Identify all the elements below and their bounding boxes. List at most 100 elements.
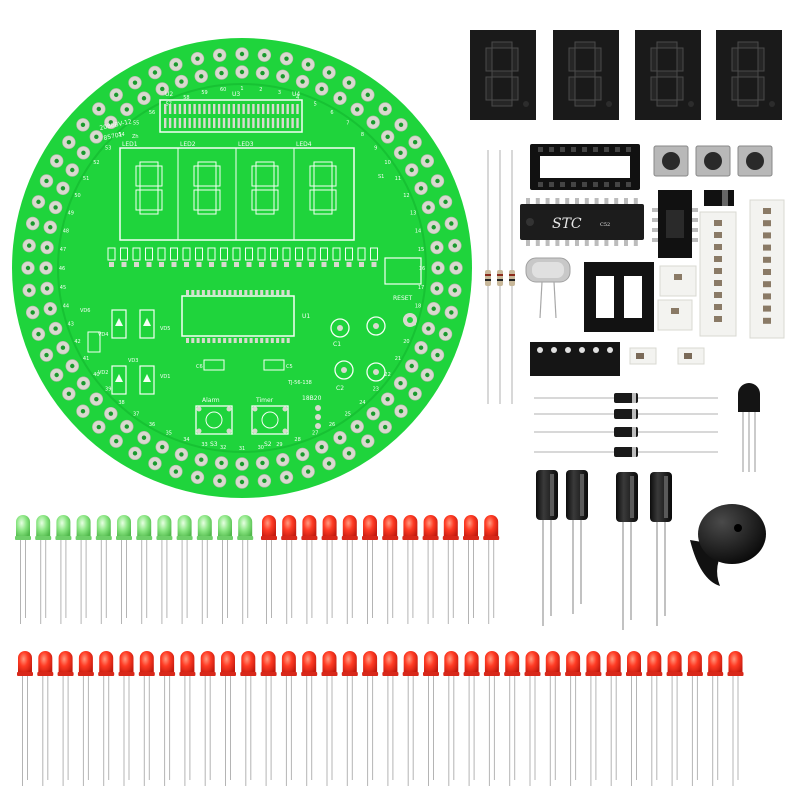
smd-part — [763, 317, 771, 324]
cap-stripe — [630, 476, 634, 518]
resistor-outline — [145, 247, 153, 261]
segment — [135, 165, 141, 187]
tactile-switch — [695, 145, 731, 177]
ic-pad — [201, 290, 205, 295]
header-pin — [164, 118, 167, 128]
led — [217, 515, 233, 624]
display-dot — [523, 101, 529, 107]
led-dome — [16, 515, 30, 538]
ring-number: 26 — [329, 422, 335, 428]
ic-pad — [249, 338, 253, 343]
header-pin — [183, 118, 186, 128]
resistor-outline — [257, 247, 266, 261]
pad-hole — [326, 461, 332, 466]
ring-number: 25 — [345, 412, 351, 418]
smd-part — [763, 232, 771, 239]
resistor-outline — [107, 247, 116, 261]
cap-body — [536, 470, 558, 520]
led-dome — [218, 515, 232, 538]
mcu-pin — [575, 240, 579, 246]
pad-hole — [305, 62, 311, 67]
led — [35, 515, 52, 624]
led — [159, 651, 176, 786]
mcu-pin — [594, 240, 599, 246]
pad-hole — [425, 158, 430, 164]
capacitor — [536, 470, 558, 626]
ring-number: 22 — [384, 372, 390, 378]
pad-hole — [355, 107, 360, 112]
socket-hole — [615, 147, 620, 152]
pad-hole — [426, 205, 431, 210]
led — [402, 651, 419, 786]
resistor-outline — [307, 247, 316, 261]
led — [463, 651, 480, 786]
header-pin — [291, 118, 294, 128]
smd-part — [763, 293, 771, 300]
resistor-pad — [171, 262, 177, 267]
led — [15, 515, 31, 624]
pad-hole — [199, 457, 204, 462]
led-dome — [322, 651, 337, 674]
mcu-pin — [604, 198, 609, 204]
pad-hole — [173, 469, 179, 474]
segment — [568, 47, 576, 72]
led-rim — [220, 672, 236, 676]
led — [362, 515, 378, 624]
ring-number: 47 — [60, 247, 66, 253]
seven-segment-display — [553, 30, 619, 120]
mcu-pin — [624, 198, 628, 204]
led-rim — [35, 536, 52, 540]
led-dome — [363, 651, 378, 674]
pad-hole — [44, 245, 50, 250]
pad-hole — [96, 106, 102, 112]
ring-number: 52 — [93, 160, 99, 166]
header-pin — [257, 118, 260, 128]
led — [199, 651, 216, 786]
ring-number: 16 — [419, 266, 425, 272]
pad-hole — [94, 134, 99, 140]
led-rim — [261, 536, 277, 540]
pad-hole — [435, 265, 441, 271]
led — [176, 515, 193, 624]
pad-hole — [409, 363, 414, 369]
led-rim — [646, 672, 663, 676]
pad-hole — [435, 352, 440, 358]
header-pin — [252, 118, 255, 128]
led-rim — [179, 672, 196, 676]
resistor-outline — [195, 247, 203, 261]
ring-number: 41 — [83, 356, 89, 362]
pad-hole — [326, 70, 332, 75]
ring-number: 21 — [395, 356, 401, 362]
segment — [491, 41, 513, 49]
ring-number: 40 — [93, 372, 99, 378]
segment — [139, 161, 159, 167]
smd-part — [714, 316, 722, 322]
led-rim — [362, 536, 378, 540]
resistor-pad — [221, 262, 227, 267]
header-pin — [232, 104, 235, 114]
label-c1: C1 — [333, 341, 341, 348]
cap-body — [616, 472, 638, 522]
segment — [197, 161, 217, 167]
header-pin — [232, 118, 235, 128]
segment — [676, 76, 684, 101]
led-rim — [95, 536, 112, 540]
pad-hole — [262, 478, 267, 484]
header-pin — [173, 118, 177, 128]
led-dome — [342, 515, 357, 538]
led — [261, 515, 277, 624]
header-pin — [198, 104, 201, 114]
label-c6: C6 — [196, 364, 203, 370]
socket-hole — [549, 182, 554, 187]
ring-number: 35 — [166, 430, 172, 436]
pad-hole — [382, 424, 388, 430]
led-rim — [321, 536, 338, 540]
led-dome — [484, 515, 499, 538]
pad-hole — [319, 86, 324, 92]
led-rim — [544, 672, 561, 676]
led — [240, 651, 257, 786]
resistor-pad — [296, 262, 302, 267]
header-pin — [276, 118, 280, 128]
segment — [656, 41, 678, 49]
pad-hole — [108, 411, 114, 416]
